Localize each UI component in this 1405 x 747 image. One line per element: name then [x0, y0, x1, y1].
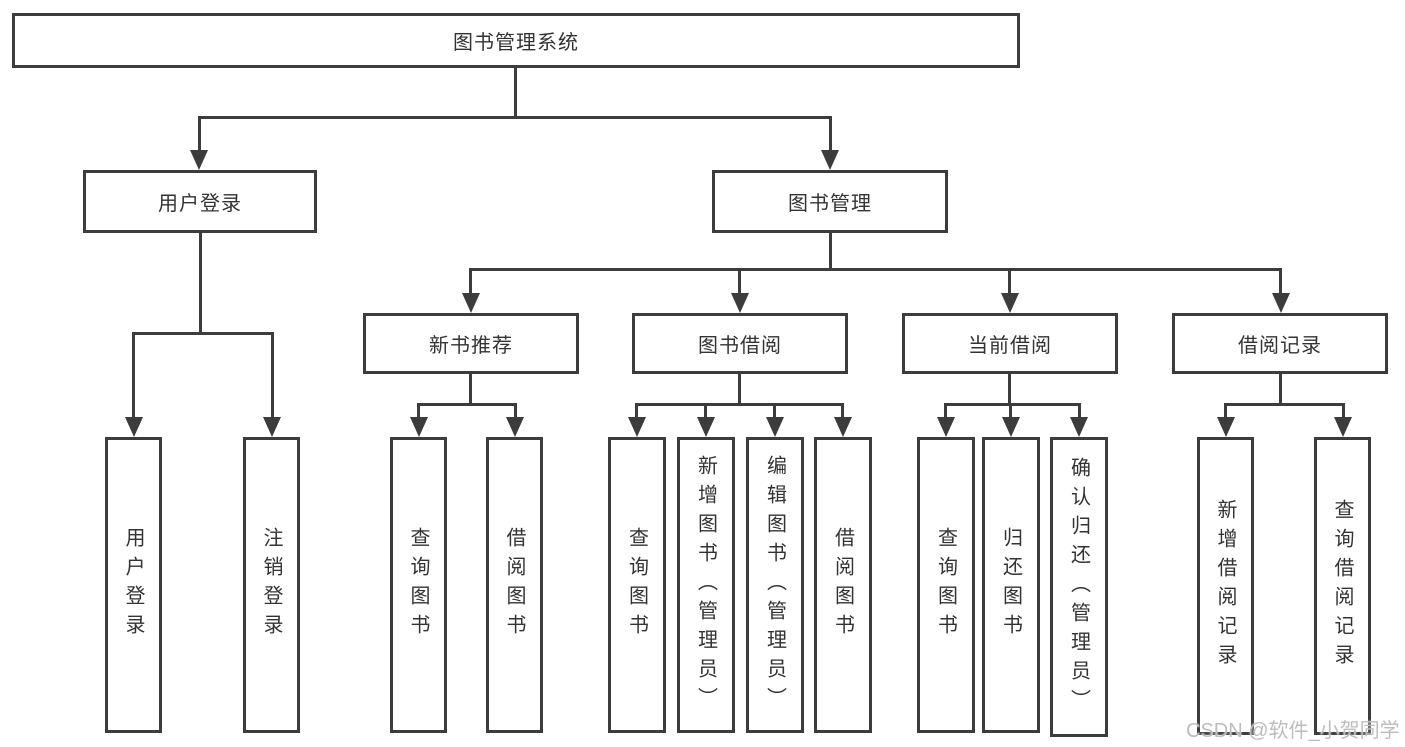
arrow-down-icon	[462, 293, 480, 313]
connector-drop	[271, 332, 274, 422]
connector-root-rail	[198, 116, 832, 119]
arrow-down-icon	[821, 150, 839, 170]
connector-borrow-stem	[738, 374, 741, 406]
connector-mgmt-stem	[829, 233, 832, 271]
arrow-down-icon	[1334, 417, 1352, 437]
leaf-edit-books-admin: 编辑图书（管理员）	[746, 437, 804, 733]
connector-records-stem	[1279, 374, 1282, 406]
node-label: 注销登录	[260, 527, 282, 643]
arrow-down-icon	[410, 417, 428, 437]
connector-drop	[1009, 403, 1012, 423]
connector-drop	[944, 403, 947, 423]
connector-drop	[132, 332, 135, 422]
arrow-down-icon	[731, 293, 749, 313]
node-label: 新书推荐	[429, 335, 513, 357]
arrow-down-icon	[190, 150, 208, 170]
node-label: 查询图书	[407, 527, 429, 643]
arrow-down-icon	[506, 417, 524, 437]
node-label: 当前借阅	[968, 335, 1052, 357]
connector-newbook-stem	[469, 374, 472, 406]
leaf-borrow-books-recommend: 借阅图书	[486, 437, 543, 733]
leaf-user-login: 用户登录	[105, 437, 162, 733]
connector-drop	[773, 403, 776, 423]
connector-drop	[704, 403, 707, 423]
arrow-down-icon	[1217, 417, 1235, 437]
leaf-borrow-books: 借阅图书	[814, 437, 872, 733]
connector-login-rail	[132, 332, 274, 335]
connector-drop	[1008, 268, 1011, 298]
node-book-borrowing: 图书借阅	[632, 313, 848, 374]
connector-drop	[1342, 403, 1345, 423]
node-label: 查询借阅记录	[1331, 499, 1353, 673]
connector-current-stem	[1008, 374, 1011, 406]
node-label: 查询图书	[625, 527, 648, 643]
node-book-management: 图书管理	[712, 170, 948, 233]
leaf-confirm-return-admin: 确认归还（管理员）	[1050, 437, 1108, 737]
node-label: 用户登录	[122, 527, 144, 643]
node-label: 借阅图书	[503, 527, 525, 643]
leaf-query-borrow-record: 查询借阅记录	[1314, 437, 1371, 735]
arrow-down-icon	[628, 417, 646, 437]
leaf-logout: 注销登录	[243, 437, 300, 733]
node-label: 查询图书	[934, 527, 957, 643]
node-label: 归还图书	[999, 527, 1022, 643]
arrow-down-icon	[125, 417, 143, 437]
node-label: 图书借阅	[698, 335, 782, 357]
node-label: 编辑图书（管理员）	[763, 454, 786, 716]
arrow-down-icon	[1070, 417, 1088, 437]
arrow-down-icon	[834, 417, 852, 437]
node-current-borrowing: 当前借阅	[902, 313, 1118, 374]
connector-drop	[635, 403, 638, 423]
arrow-down-icon	[1001, 293, 1019, 313]
node-label: 新增图书（管理员）	[694, 454, 717, 716]
node-label: 借阅记录	[1238, 335, 1322, 357]
node-label: 图书管理系统	[453, 32, 579, 54]
node-label: 确认归还（管理员）	[1067, 456, 1090, 718]
arrow-down-icon	[697, 417, 715, 437]
leaf-query-books-borrow: 查询图书	[608, 437, 666, 733]
leaf-add-books-admin: 新增图书（管理员）	[677, 437, 735, 733]
leaf-query-books-recommend: 查询图书	[390, 437, 447, 733]
connector-records-rail	[1224, 403, 1345, 406]
connector-drop	[1224, 403, 1227, 423]
connector-mgmt-rail	[469, 268, 1282, 271]
node-root-library-system: 图书管理系统	[12, 13, 1020, 68]
connector-drop	[1078, 403, 1081, 423]
arrow-down-icon	[766, 417, 784, 437]
connector-drop	[1279, 268, 1282, 298]
connector-drop	[417, 403, 420, 423]
watermark: CSDN @软件_小贺同学	[1186, 720, 1400, 742]
node-borrowing-records: 借阅记录	[1172, 313, 1388, 374]
node-label: 用户登录	[158, 193, 242, 215]
leaf-query-books-current: 查询图书	[917, 437, 975, 733]
connector-newbook-rail	[417, 403, 517, 406]
connector-drop	[469, 268, 472, 298]
node-label: 借阅图书	[831, 527, 854, 643]
connector-borrow-rail	[635, 403, 844, 406]
connector-drop	[198, 116, 201, 156]
connector-drop	[738, 268, 741, 298]
arrow-down-icon	[1272, 293, 1290, 313]
leaf-return-books: 归还图书	[982, 437, 1040, 733]
arrow-down-icon	[263, 417, 281, 437]
connector-drop	[829, 116, 832, 156]
arrow-down-icon	[1002, 417, 1020, 437]
node-user-login: 用户登录	[83, 170, 317, 233]
connector-login-stem	[199, 233, 202, 335]
leaf-add-borrow-record: 新增借阅记录	[1197, 437, 1254, 735]
node-new-book-recommend: 新书推荐	[363, 313, 579, 374]
node-label: 新增借阅记录	[1214, 499, 1236, 673]
connector-current-rail	[944, 403, 1081, 406]
connector-root-stem	[514, 68, 517, 118]
connector-drop	[841, 403, 844, 423]
node-label: 图书管理	[788, 193, 872, 215]
connector-drop	[514, 403, 517, 423]
arrow-down-icon	[937, 417, 955, 437]
